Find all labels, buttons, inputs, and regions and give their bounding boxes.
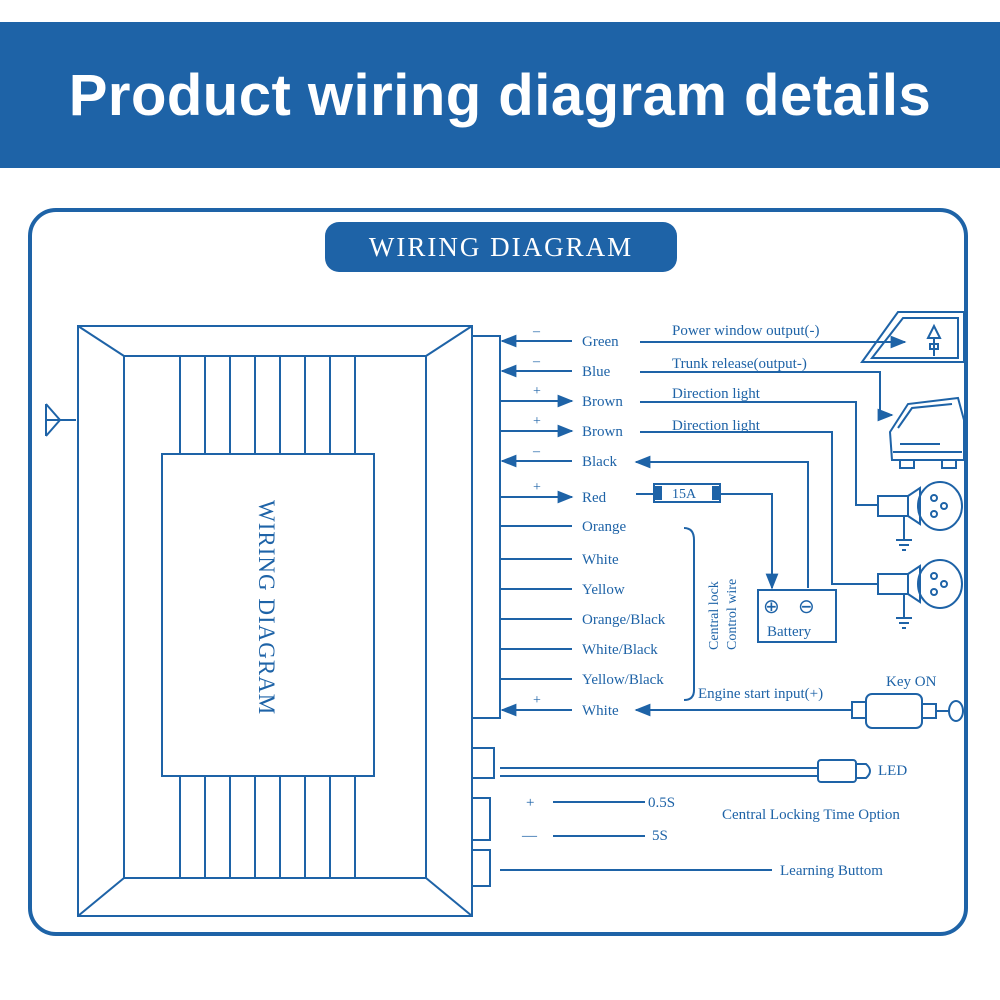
power-window-label: Power window output(-) (672, 323, 819, 339)
car-trunk-icon (888, 396, 965, 469)
direction-light-label: Direction light (672, 418, 761, 434)
fuse-label: 15A (672, 487, 697, 502)
wire-label: White (582, 552, 619, 568)
time-fast-label: 0.5S (648, 795, 675, 811)
learning-label: Learning Buttom (780, 863, 883, 879)
wire-label: Brown (582, 424, 623, 440)
wire-rows: – Green – Blue + Brown + Brown – Black + RedOrangeW… (500, 324, 666, 719)
wire-label: Green (582, 334, 619, 350)
wire-label: Orange (582, 519, 626, 535)
time-option-label: Central Locking Time Option (722, 807, 900, 823)
fuse-icon (653, 483, 721, 503)
wire-polarity: – (532, 324, 541, 339)
direction-light-icon (877, 481, 963, 551)
wire-label: White/Black (582, 642, 658, 658)
wire-polarity: – (532, 444, 541, 459)
central-lock-label: Central lock (707, 581, 722, 650)
direction-light-label: Direction light (672, 386, 761, 402)
antenna-icon (45, 403, 76, 437)
control-wire-label: Control wire (725, 579, 740, 650)
connection-lines (500, 335, 907, 871)
wire-label: Yellow (582, 582, 625, 598)
header-banner: Product wiring diagram details (0, 22, 1000, 168)
wire-label: Brown (582, 394, 623, 410)
wire-polarity: + (533, 480, 541, 495)
led-label: LED (878, 763, 907, 779)
led-icon (817, 759, 871, 783)
wire-label: Blue (582, 364, 611, 380)
diagram-title-tag: WIRING DIAGRAM (325, 222, 677, 272)
unit-label: WIRING DIAGRAM (254, 500, 279, 715)
battery-icon (757, 589, 837, 643)
diagram-title: WIRING DIAGRAM (368, 231, 634, 262)
power-window-icon (860, 311, 965, 363)
diagram-frame (28, 208, 968, 936)
ignition-key-icon (851, 693, 964, 729)
wire-label: Black (582, 454, 617, 470)
wire-label: Orange/Black (582, 612, 666, 628)
wire-polarity: + (533, 693, 541, 708)
trunk-release-label: Trunk release(output-) (672, 356, 807, 372)
time-slow-label: 5S (652, 828, 668, 844)
wire-polarity: + (533, 384, 541, 399)
key-on-label: Key ON (886, 674, 937, 690)
wire-polarity: – (532, 354, 541, 369)
page-title: Product wiring diagram details (68, 62, 932, 128)
wire-label: White (582, 703, 619, 719)
time-plus: + (526, 795, 534, 811)
battery-plus: ⊕ (763, 596, 780, 618)
engine-start-label: Engine start input(+) (698, 686, 823, 702)
control-unit (77, 325, 473, 917)
time-minus: — (521, 828, 538, 844)
battery-minus: ⊖ (798, 596, 815, 618)
battery-label: Battery (767, 624, 812, 640)
wire-label: Yellow/Black (582, 672, 664, 688)
wire-label: Red (582, 490, 607, 506)
wire-polarity: + (533, 414, 541, 429)
direction-light-icon (877, 559, 963, 629)
connector-strip (471, 335, 501, 887)
